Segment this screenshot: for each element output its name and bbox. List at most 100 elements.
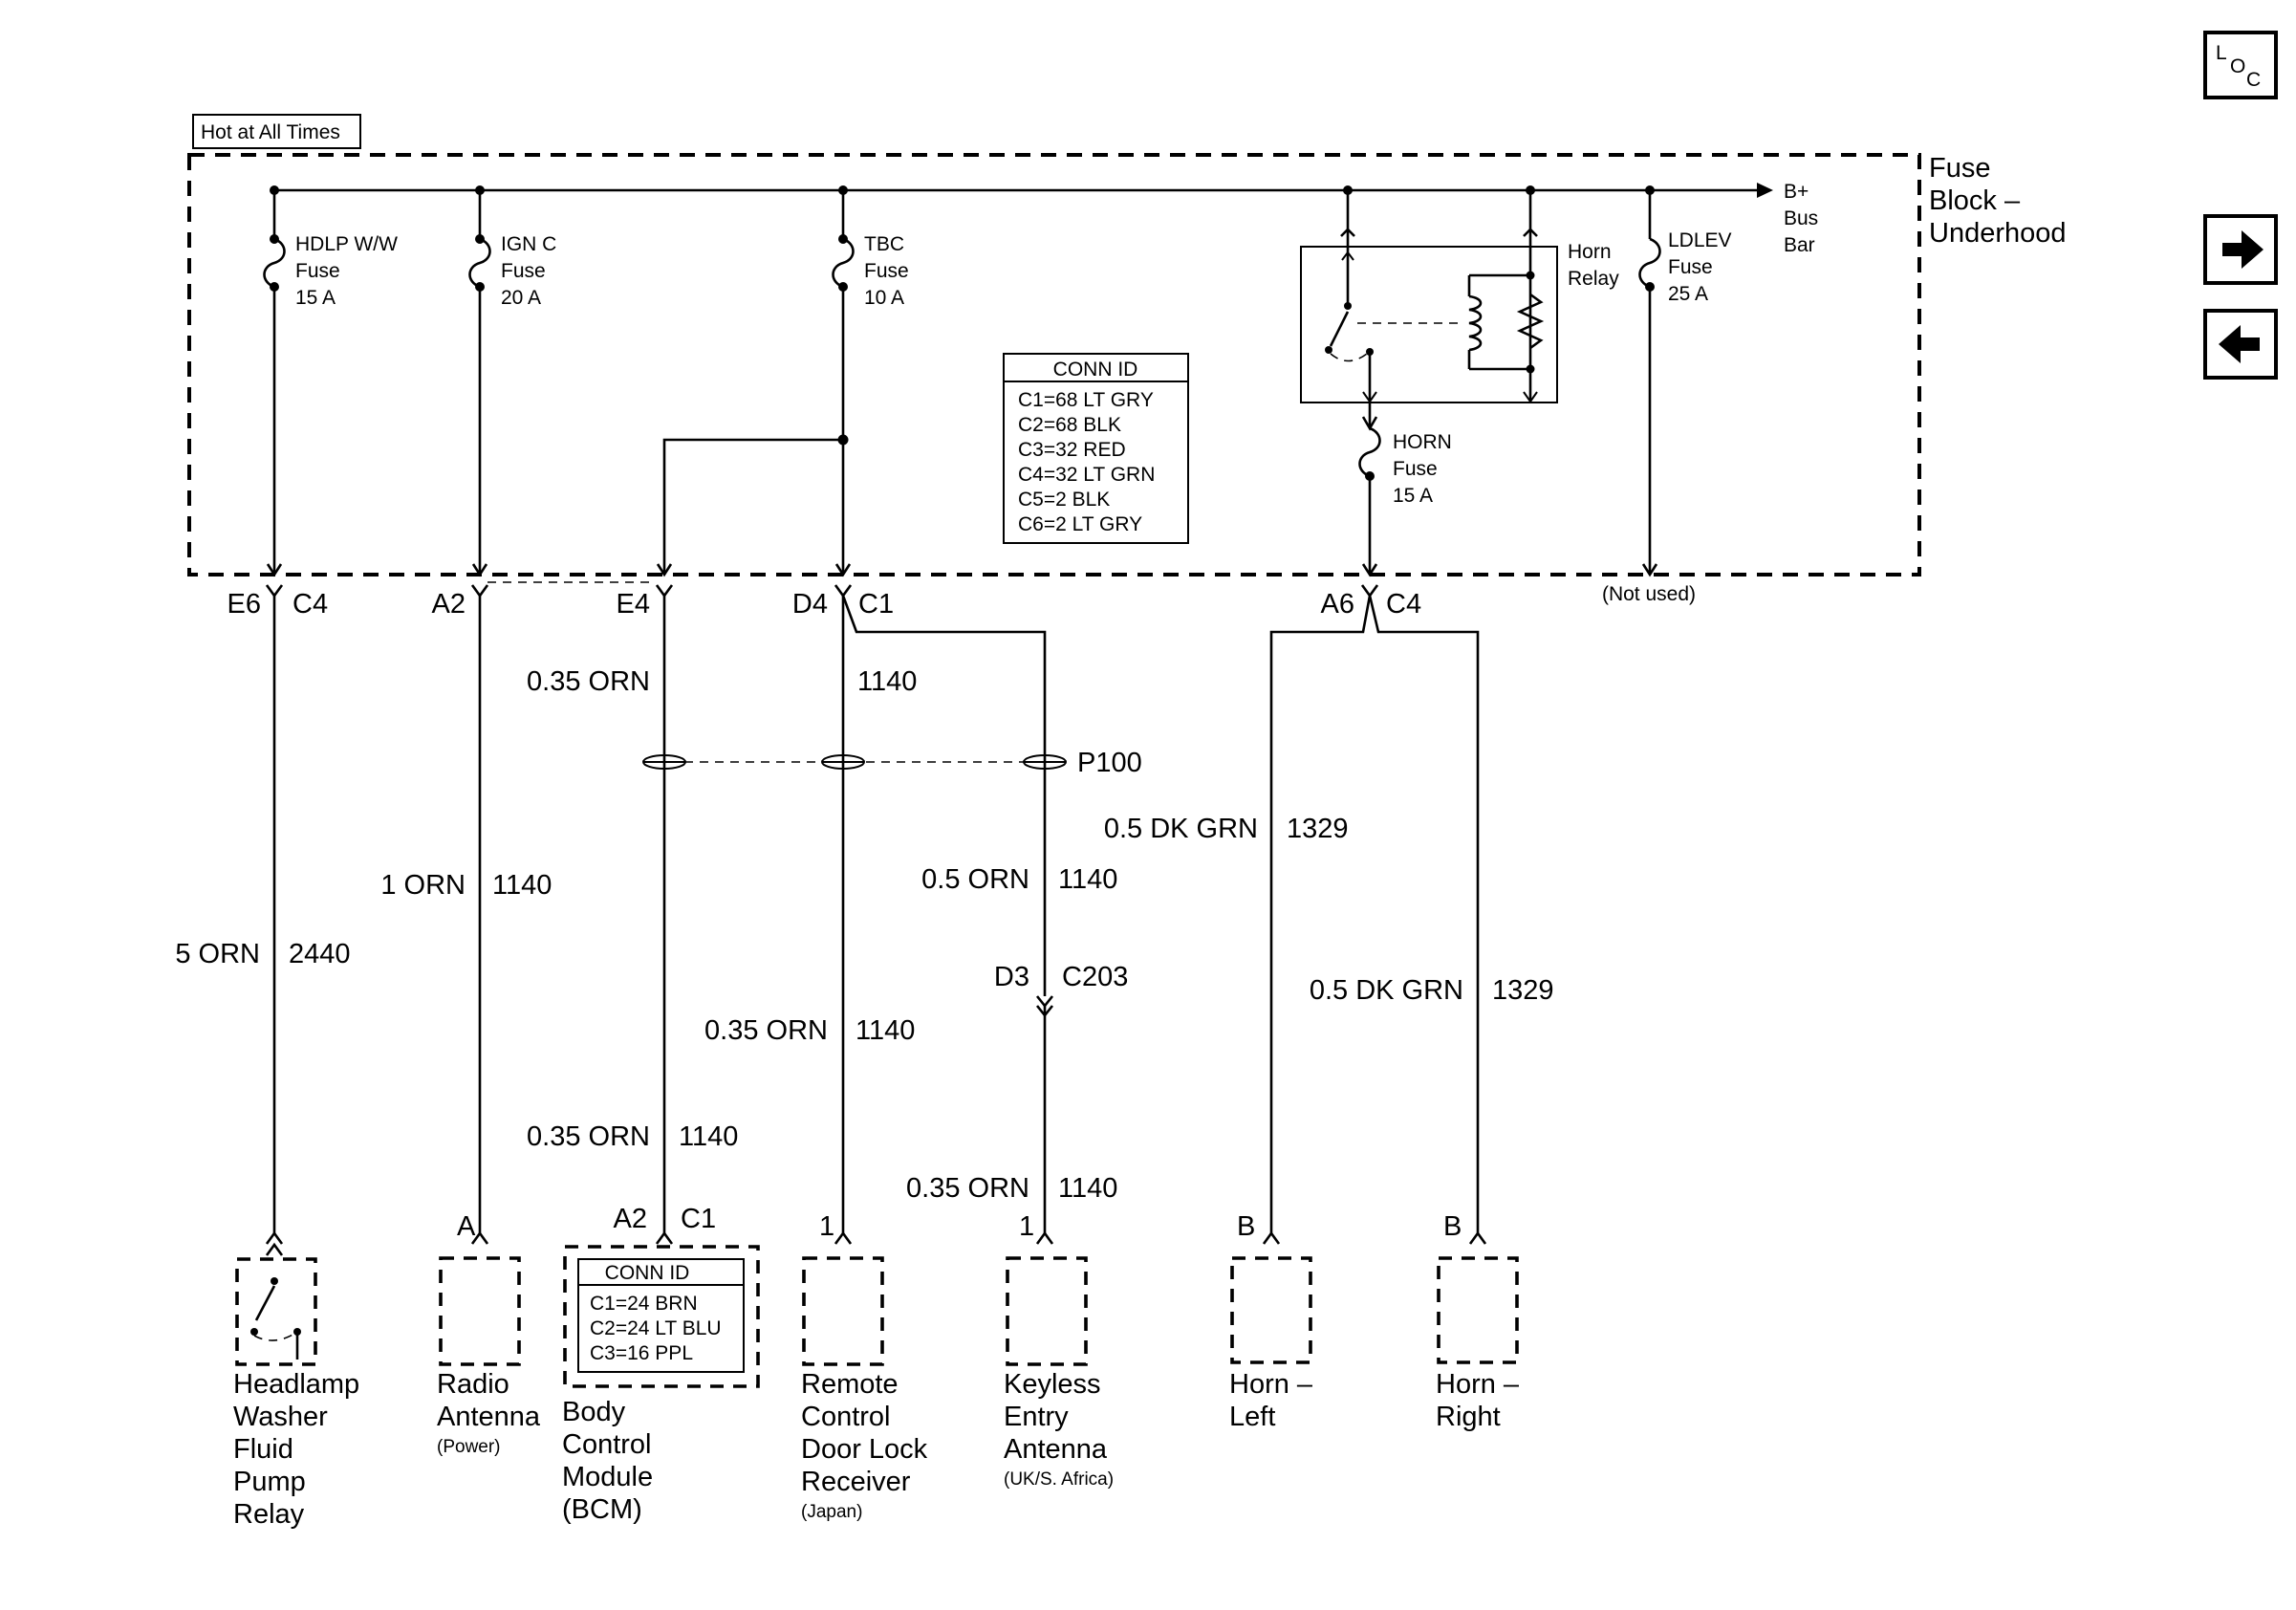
svg-text:Headlamp: Headlamp (233, 1369, 359, 1400)
svg-text:D4: D4 (792, 589, 828, 620)
svg-text:Antenna: Antenna (1004, 1434, 1108, 1465)
svg-text:1140: 1140 (856, 1015, 915, 1046)
loc-icon-letter-c: C (2246, 69, 2261, 91)
bus-bar (270, 183, 1773, 198)
svg-text:C2=68 BLK: C2=68 BLK (1018, 414, 1121, 436)
remote-pin: 1 (819, 1211, 834, 1242)
svg-text:1 ORN: 1 ORN (380, 870, 466, 901)
svg-text:Relay: Relay (233, 1499, 305, 1530)
not-used-label: (Not used) (1602, 583, 1696, 605)
tbc-fuse: TBC Fuse 10 A (656, 190, 909, 577)
svg-text:LDLEV: LDLEV (1668, 229, 1732, 251)
bcm-conn-id: CONN ID C1=24 BRN C2=24 LT BLU C3=16 PPL (577, 1258, 745, 1373)
svg-text:CONN ID: CONN ID (605, 1262, 690, 1284)
arrow-left-icon[interactable] (2203, 309, 2278, 380)
svg-text:Pump: Pump (233, 1467, 306, 1497)
loc-icon-letter-o: O (2230, 55, 2245, 77)
keyless-entry-antenna: 1 Keyless Entry Antenna (UK/S. Africa) (1004, 1211, 1114, 1490)
svg-text:C5=2 BLK: C5=2 BLK (1018, 489, 1110, 511)
svg-text:(BCM): (BCM) (562, 1494, 642, 1525)
svg-text:Fuse: Fuse (1668, 256, 1713, 278)
svg-text:P100: P100 (1077, 748, 1142, 778)
fuse-block-conn-id: CONN ID C1=68 LT GRY C2=68 BLK C3=32 RED… (1003, 353, 1189, 544)
svg-text:25 A: 25 A (1668, 283, 1708, 305)
svg-text:Underhood: Underhood (1929, 218, 2067, 249)
svg-text:5 ORN: 5 ORN (175, 939, 260, 969)
loc-icon-letter-l: L (2216, 42, 2227, 64)
loc-icon[interactable]: L O C (2203, 31, 2278, 99)
svg-text:0.35 ORN: 0.35 ORN (527, 666, 650, 697)
svg-text:Bus: Bus (1784, 207, 1818, 229)
svg-text:C3=16 PPL: C3=16 PPL (590, 1342, 693, 1364)
fuse-block-underhood (187, 153, 1921, 577)
svg-text:HORN: HORN (1393, 431, 1452, 453)
svg-text:C4: C4 (1386, 589, 1421, 620)
svg-text:0.5 DK GRN: 0.5 DK GRN (1310, 975, 1463, 1006)
svg-text:1140: 1140 (857, 666, 917, 697)
svg-text:Fluid: Fluid (233, 1434, 293, 1465)
hdlp-ww-fuse: HDLP W/W Fuse 15 A (263, 190, 398, 577)
svg-text:Right: Right (1436, 1402, 1501, 1432)
svg-text:1329: 1329 (1287, 814, 1349, 844)
svg-text:Door Lock: Door Lock (801, 1434, 928, 1465)
svg-text:C1=24 BRN: C1=24 BRN (590, 1293, 698, 1315)
svg-text:(Japan): (Japan) (801, 1502, 862, 1522)
svg-text:HDLP W/W: HDLP W/W (295, 233, 398, 255)
svg-text:Module: Module (562, 1462, 653, 1492)
svg-text:Fuse: Fuse (1929, 153, 1990, 184)
horn-fuse: HORN Fuse 15 A (1358, 402, 1452, 577)
svg-text:B+: B+ (1784, 181, 1809, 203)
svg-text:Antenna: Antenna (437, 1402, 541, 1432)
ldlev-fuse: LDLEV Fuse 25 A (Not used) (1602, 190, 1732, 605)
svg-text:A2: A2 (432, 589, 466, 620)
svg-text:IGN C: IGN C (501, 233, 556, 255)
keyless-pin: 1 (1019, 1211, 1034, 1242)
svg-text:Keyless: Keyless (1004, 1369, 1101, 1400)
svg-text:0.35 ORN: 0.35 ORN (704, 1015, 828, 1046)
svg-text:Horn –: Horn – (1229, 1369, 1313, 1400)
svg-text:(Power): (Power) (437, 1437, 501, 1457)
svg-text:20 A: 20 A (501, 287, 541, 309)
svg-text:C1: C1 (858, 589, 894, 620)
svg-text:1140: 1140 (679, 1121, 738, 1152)
radio-antenna-pin: A (457, 1211, 476, 1242)
d3-label: D3 (994, 962, 1029, 992)
body-control-module: A2 C1 CONN ID C1=24 BRN C2=24 LT BLU C3=… (562, 1204, 760, 1525)
svg-text:TBC: TBC (864, 233, 904, 255)
radio-antenna: A Radio Antenna (Power) (437, 1211, 541, 1457)
remote-control-door-lock-receiver: 1 Remote Control Door Lock Receiver (Jap… (801, 1211, 928, 1522)
svg-text:0.35 ORN: 0.35 ORN (906, 1173, 1029, 1204)
svg-text:Block –: Block – (1929, 185, 2021, 216)
svg-text:C2=24 LT BLU: C2=24 LT BLU (590, 1317, 722, 1339)
wire-bcm: 0.35 ORN 0.35 ORN 1140 (527, 596, 738, 1233)
svg-text:C6=2 LT GRY: C6=2 LT GRY (1018, 513, 1142, 535)
svg-text:1140: 1140 (492, 870, 552, 901)
horn-right-pin: B (1443, 1211, 1462, 1242)
svg-text:Horn: Horn (1568, 241, 1612, 263)
fuse-block-connectors: E6 C4 A2 E4 D4 C1 A6 C4 (227, 581, 1421, 620)
svg-text:Fuse: Fuse (295, 260, 340, 282)
svg-text:Radio: Radio (437, 1369, 509, 1400)
wire-horn-left: 0.5 DK GRN 1329 (1104, 595, 1372, 1233)
wire-radio: 1 ORN 1140 (380, 596, 552, 1233)
svg-text:C3=32 RED: C3=32 RED (1018, 439, 1126, 461)
svg-text:C4: C4 (292, 589, 328, 620)
wire-washer: 5 ORN 2440 (175, 596, 351, 1233)
ign-c-fuse: IGN C Fuse 20 A (468, 190, 556, 577)
svg-text:Fuse: Fuse (864, 260, 909, 282)
wire-horn-right: 0.5 DK GRN 1329 (1310, 595, 1554, 1233)
svg-text:E6: E6 (227, 589, 261, 620)
svg-text:E4: E4 (617, 589, 650, 620)
svg-text:Control: Control (562, 1429, 652, 1460)
svg-text:Relay: Relay (1568, 268, 1619, 290)
svg-text:1140: 1140 (1058, 864, 1117, 895)
svg-text:Fuse: Fuse (501, 260, 546, 282)
fuse-block-label: Fuse Block – Underhood (1929, 153, 2067, 249)
svg-text:C1=68 LT GRY: C1=68 LT GRY (1018, 389, 1154, 411)
svg-text:Bar: Bar (1784, 234, 1815, 256)
arrow-right-icon[interactable] (2203, 214, 2278, 285)
svg-text:1329: 1329 (1492, 975, 1554, 1006)
svg-text:0.5 ORN: 0.5 ORN (921, 864, 1029, 895)
horn-left-pin: B (1237, 1211, 1255, 1242)
svg-text:CONN ID: CONN ID (1053, 359, 1138, 381)
